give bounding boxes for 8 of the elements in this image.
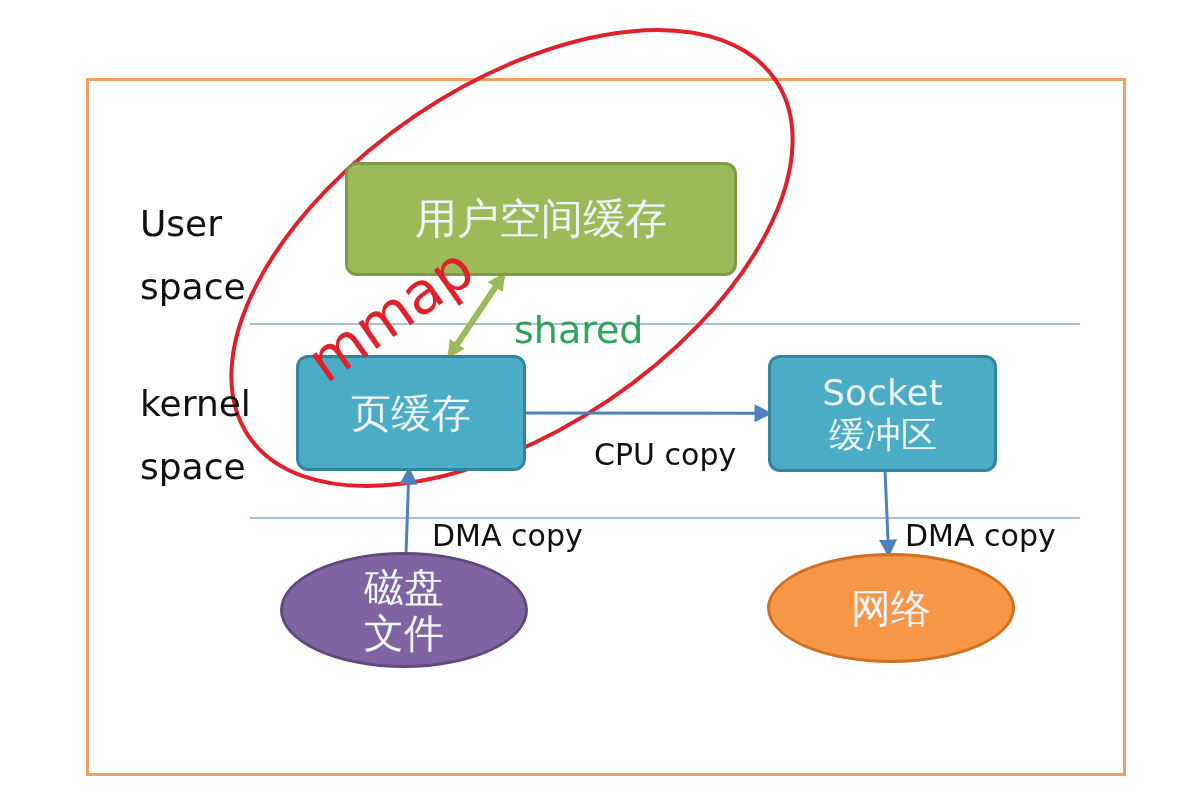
edge-label: DMA copy — [432, 518, 583, 553]
ellipse-node: 磁盘文件 — [280, 552, 528, 668]
ellipse-node: 网络 — [767, 553, 1015, 663]
edge-label: DMA copy — [905, 518, 1056, 553]
edge-label: shared — [514, 308, 644, 352]
edge-label: CPU copy — [594, 437, 737, 472]
layer-label: User space — [140, 202, 247, 309]
process-box: Socket 缓冲区 — [768, 355, 997, 472]
